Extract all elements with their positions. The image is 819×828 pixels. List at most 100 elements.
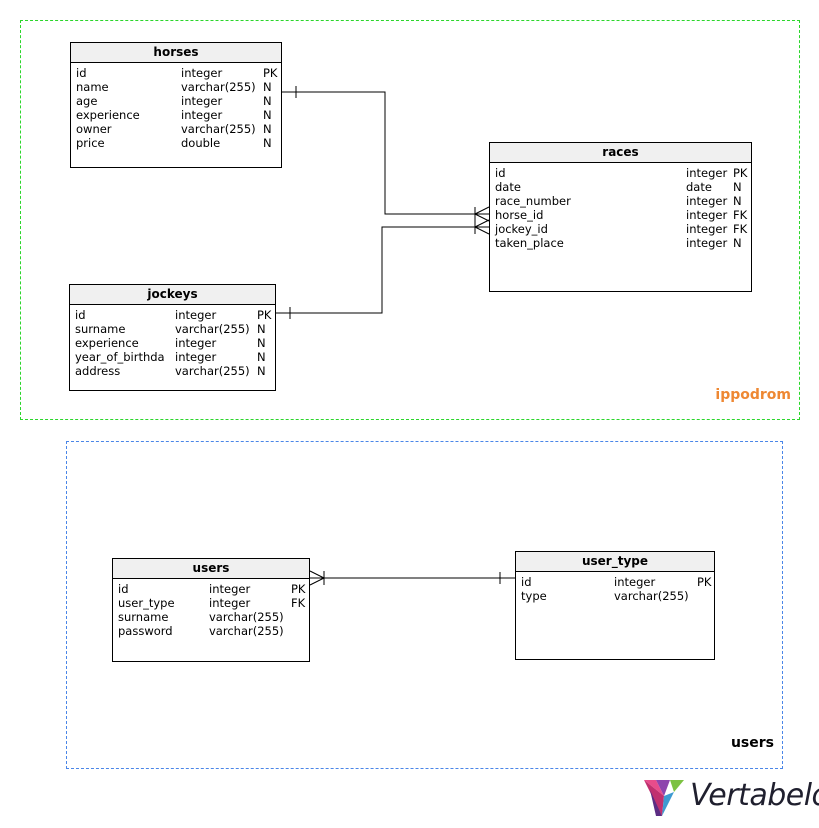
column-property: PK xyxy=(291,582,306,596)
column-property: N xyxy=(257,364,266,378)
table-user-type[interactable]: user_type id integer PK type varchar(255) xyxy=(515,551,715,660)
column-type: varchar(255) xyxy=(175,322,250,336)
column-property: N xyxy=(733,236,742,250)
column-name: id xyxy=(118,582,129,596)
column-type: integer xyxy=(686,236,728,250)
table-title: horses xyxy=(71,43,281,63)
column-property: PK xyxy=(697,575,712,589)
column-name: taken_place xyxy=(495,236,564,250)
column-type: integer xyxy=(686,222,728,236)
table-title: races xyxy=(490,143,751,163)
column-property: FK xyxy=(733,222,748,236)
vertabelo-logo-icon xyxy=(644,780,684,816)
column-name: password xyxy=(118,624,173,638)
table-title: users xyxy=(113,559,309,579)
column-row[interactable]: surname varchar(255) N xyxy=(70,322,275,336)
column-type: varchar(255) xyxy=(614,589,689,603)
column-name: date xyxy=(495,180,521,194)
column-type: integer xyxy=(181,108,223,122)
column-property: N xyxy=(257,322,266,336)
column-name: id xyxy=(521,575,532,589)
column-row[interactable]: password varchar(255) xyxy=(113,624,309,638)
column-property: PK xyxy=(257,308,272,322)
area-label: ippodrom xyxy=(715,387,791,403)
column-type: varchar(255) xyxy=(209,624,284,638)
column-type: integer xyxy=(209,582,251,596)
column-type: varchar(255) xyxy=(175,364,250,378)
column-name: user_type xyxy=(118,596,175,610)
column-row[interactable]: type varchar(255) xyxy=(516,589,714,603)
column-property: N xyxy=(263,80,272,94)
column-type: integer xyxy=(686,166,728,180)
column-type: integer xyxy=(175,350,217,364)
column-type: integer xyxy=(181,66,223,80)
column-row[interactable]: address varchar(255) N xyxy=(70,364,275,378)
column-property: PK xyxy=(263,66,278,80)
column-property: N xyxy=(263,136,272,150)
relation-jockeys-races[interactable] xyxy=(276,219,490,319)
column-row[interactable]: taken_place integer N xyxy=(490,236,751,250)
column-name: address xyxy=(75,364,121,378)
column-name: surname xyxy=(118,610,169,624)
relation-horses-races[interactable] xyxy=(282,86,490,222)
column-name: surname xyxy=(75,322,126,336)
area-label: users xyxy=(730,735,774,751)
column-property: N xyxy=(733,180,742,194)
column-row[interactable]: name varchar(255) N xyxy=(71,80,281,94)
column-property: N xyxy=(263,122,272,136)
column-name: year_of_birthda xyxy=(75,350,165,364)
relation-user-type-users[interactable] xyxy=(309,570,515,586)
column-type: integer xyxy=(614,575,656,589)
column-row[interactable]: surname varchar(255) xyxy=(113,610,309,624)
column-type: integer xyxy=(686,194,728,208)
column-type: integer xyxy=(175,308,217,322)
column-type: varchar(255) xyxy=(209,610,284,624)
column-name: experience xyxy=(76,108,140,122)
column-property: N xyxy=(263,108,272,122)
column-name: id xyxy=(76,66,87,80)
column-type: varchar(255) xyxy=(181,80,256,94)
column-row[interactable]: id integer PK xyxy=(70,308,275,322)
table-title: user_type xyxy=(516,552,714,572)
column-name: price xyxy=(76,136,105,150)
column-name: age xyxy=(76,94,98,108)
column-property: FK xyxy=(291,596,306,610)
column-name: name xyxy=(76,80,109,94)
column-row[interactable]: jockey_id integer FK xyxy=(490,222,751,236)
vertabelo-logo-text: Vertabelo xyxy=(690,778,819,813)
column-type: integer xyxy=(181,94,223,108)
column-name: type xyxy=(521,589,547,603)
column-row[interactable]: experience integer N xyxy=(71,108,281,122)
vertabelo-logo: Vertabelo xyxy=(640,776,819,822)
column-property: N xyxy=(257,336,266,350)
column-type: varchar(255) xyxy=(181,122,256,136)
column-row[interactable]: id integer PK xyxy=(71,66,281,80)
column-name: id xyxy=(75,308,86,322)
column-row[interactable]: id integer PK xyxy=(113,582,309,596)
subject-area-users: users xyxy=(66,441,783,769)
column-property: N xyxy=(257,350,266,364)
column-row[interactable]: year_of_birthda integer N xyxy=(70,350,275,364)
column-row[interactable]: id integer PK xyxy=(516,575,714,589)
column-name: horse_id xyxy=(495,208,544,222)
table-title: jockeys xyxy=(70,285,275,305)
column-property: PK xyxy=(733,166,748,180)
column-property: FK xyxy=(733,208,748,222)
column-row[interactable]: race_number integer N xyxy=(490,194,751,208)
column-name: jockey_id xyxy=(495,222,548,236)
column-property: N xyxy=(733,194,742,208)
column-name: race_number xyxy=(495,194,571,208)
